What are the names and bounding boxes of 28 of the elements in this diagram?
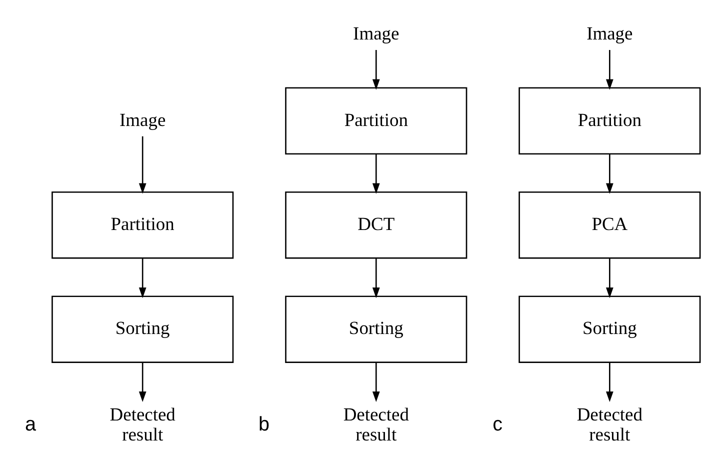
arrow	[138, 258, 146, 298]
node-box: Partition	[518, 86, 701, 154]
node-box: PCA	[518, 190, 701, 258]
node-text: Image	[586, 22, 633, 43]
node-box: Sorting	[518, 295, 701, 362]
node-text: Detected result	[110, 404, 176, 444]
node-box: Partition	[52, 190, 234, 258]
node-text: Image	[353, 22, 400, 43]
arrow	[372, 49, 380, 90]
arrow	[606, 258, 614, 298]
node-text: Detected result	[343, 404, 409, 444]
node-box: Sorting	[285, 295, 468, 362]
node-box: Sorting	[52, 295, 234, 362]
arrow	[372, 362, 380, 402]
label: b	[258, 412, 270, 435]
arrow	[372, 258, 380, 298]
node-text: Detected result	[576, 404, 642, 444]
arrow	[606, 49, 614, 90]
label: a	[24, 412, 36, 435]
arrow	[372, 154, 380, 194]
node-box: Partition	[285, 86, 468, 154]
arrow	[138, 136, 146, 194]
node-text: Image	[120, 109, 166, 130]
arrow	[138, 362, 146, 402]
arrow	[606, 154, 614, 194]
node-box: DCT	[285, 190, 468, 258]
arrow	[606, 362, 614, 402]
label: c	[492, 412, 502, 435]
